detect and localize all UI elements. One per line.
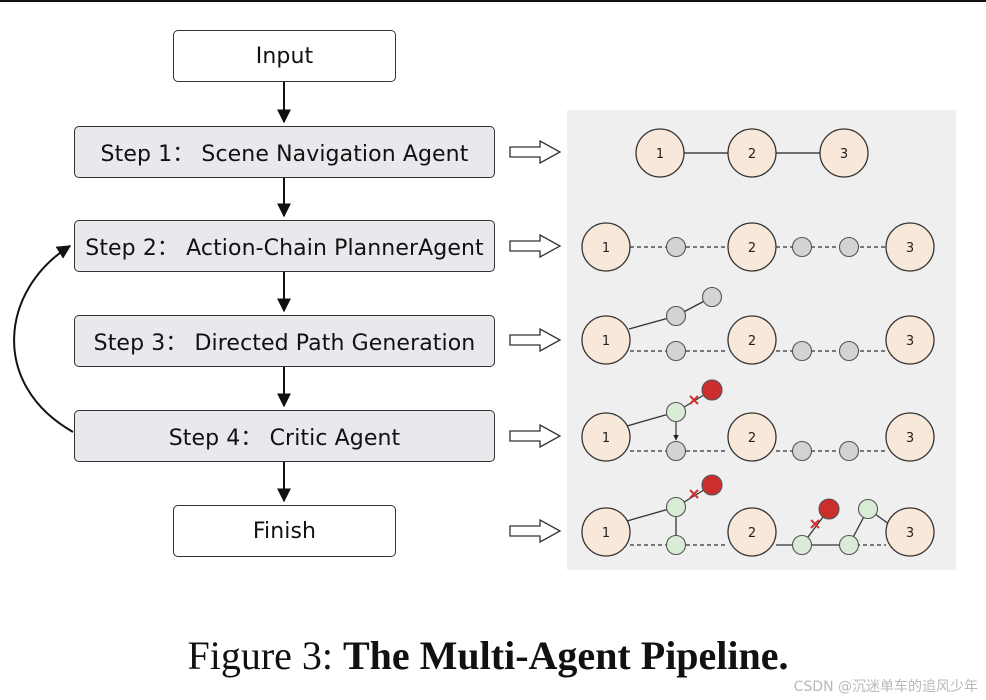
node-label: 3 [840,147,848,162]
watermark: CSDN @沉迷单车的追风少年 [793,679,978,695]
graph-node [581,507,631,557]
graph-node [885,507,935,557]
step3-label: Step 3： Directed Path Generation [93,331,476,356]
step4-label: Step 4： Critic Agent [168,426,401,451]
graph-node [727,315,777,365]
graph-node [727,128,777,178]
pending-node [665,305,687,327]
pending-node [838,236,860,258]
graph-row-4: 1 2 3 [581,379,935,462]
input-label: Input [255,43,314,69]
step1-box: Step 1： Scene Navigation Agent [74,126,495,178]
verified-node [857,498,879,520]
step3-box: Step 3： Directed Path Generation [74,315,495,367]
graph-row-2: 1 2 3 [581,222,935,272]
step1-label: Step 1： Scene Navigation Agent [100,142,469,167]
graph-node [885,412,935,462]
reject-x-icon [689,395,699,405]
graph-node [581,315,631,365]
node-label: 1 [602,526,610,541]
pending-node [665,236,687,258]
graph-node [581,412,631,462]
node-label: 2 [748,526,756,541]
graph-node [581,222,631,272]
verified-node [791,534,813,556]
finish-label: Finish [252,518,317,544]
graph-node [635,128,685,178]
top-rule [0,0,986,2]
step2-box: Step 2： Action-Chain PlannerAgent [74,220,495,272]
double-arrow [509,423,562,449]
graph-node [819,128,869,178]
graph-row-1: 1 2 3 [635,128,869,178]
graph-node [727,507,777,557]
node-label: 3 [906,334,914,349]
node-label: 2 [748,431,756,446]
node-label: 1 [602,334,610,349]
node-label: 3 [906,431,914,446]
verified-node [665,534,687,556]
figure-caption: Figure 3: The Multi-Agent Pipeline. [0,632,976,679]
caption-title: The Multi-Agent Pipeline. [343,633,789,678]
rejected-node [701,474,723,496]
finish-box: Finish [173,505,396,557]
input-box: Input [173,30,396,82]
verified-node [665,496,687,518]
node-label: 2 [748,241,756,256]
double-arrow [509,233,562,259]
pending-node [791,440,813,462]
graph-node [727,222,777,272]
double-arrow [509,327,562,353]
verified-node [665,401,687,423]
rejected-node [818,498,840,520]
node-label: 2 [748,147,756,162]
pending-node [838,340,860,362]
caption-prefix: Figure 3: [187,633,343,678]
graph-node [885,222,935,272]
node-label: 2 [748,334,756,349]
node-label: 3 [906,526,914,541]
pending-node [838,440,860,462]
pending-node [665,340,687,362]
feedback-loop-arrow [13,245,74,433]
graph-node [885,315,935,365]
verified-node [838,534,860,556]
graph-row-5: 1 2 3 [581,474,935,557]
reject-x-icon [810,519,820,529]
step2-label: Step 2： Action-Chain PlannerAgent [85,236,484,261]
double-arrow [509,139,562,165]
reject-x-icon [689,489,699,499]
rejected-node [701,379,723,401]
pending-node [791,236,813,258]
graph-row-3: 1 2 3 [581,286,935,365]
step4-box: Step 4： Critic Agent [74,410,495,462]
double-arrow [509,518,562,544]
node-label: 1 [602,431,610,446]
graph-node [727,412,777,462]
node-label: 1 [602,241,610,256]
node-label: 1 [656,147,664,162]
pending-node [701,286,723,308]
node-label: 3 [906,241,914,256]
pending-node [665,440,687,462]
pending-node [791,340,813,362]
